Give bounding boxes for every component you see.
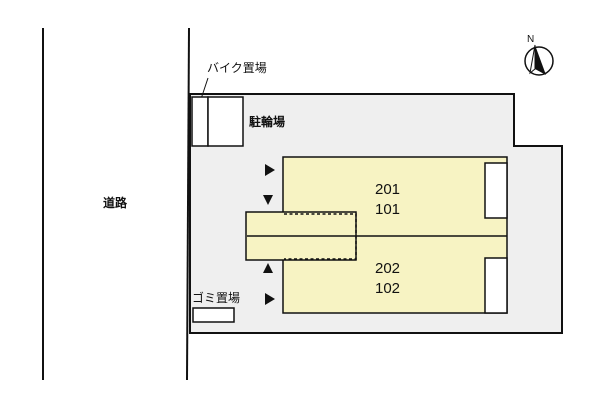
entrance-arrow-right-upper <box>265 164 275 176</box>
unit-label-202: 202 <box>375 260 400 277</box>
bicycle-parking-box-right <box>207 96 244 147</box>
entrance-arrow-right-lower <box>265 293 275 305</box>
balcony-upper <box>484 162 508 219</box>
unit-label-102: 102 <box>375 280 400 297</box>
bike-parking-label: バイク置場 <box>207 61 267 75</box>
road-label: 道路 <box>103 195 128 210</box>
entrance-arrow-up <box>263 263 273 273</box>
compass-north-label: N <box>527 34 534 45</box>
compass-needle-dark-icon <box>535 45 546 75</box>
balcony-lower <box>484 257 508 314</box>
road-right-edge <box>186 27 190 381</box>
bicycle-parking-box-left <box>191 96 209 147</box>
building: 201 101 202 102 <box>245 156 508 314</box>
garbage-area-label: ゴミ置場 <box>192 290 240 305</box>
unit-label-101: 101 <box>375 201 400 218</box>
north-compass: N <box>524 34 554 76</box>
entrance-arrow-down <box>263 195 273 205</box>
garbage-area-box <box>192 307 235 323</box>
compass-needle-light-icon <box>529 44 536 75</box>
unit-label-201: 201 <box>375 181 400 198</box>
bicycle-parking-label: 駐輪場 <box>249 114 285 129</box>
